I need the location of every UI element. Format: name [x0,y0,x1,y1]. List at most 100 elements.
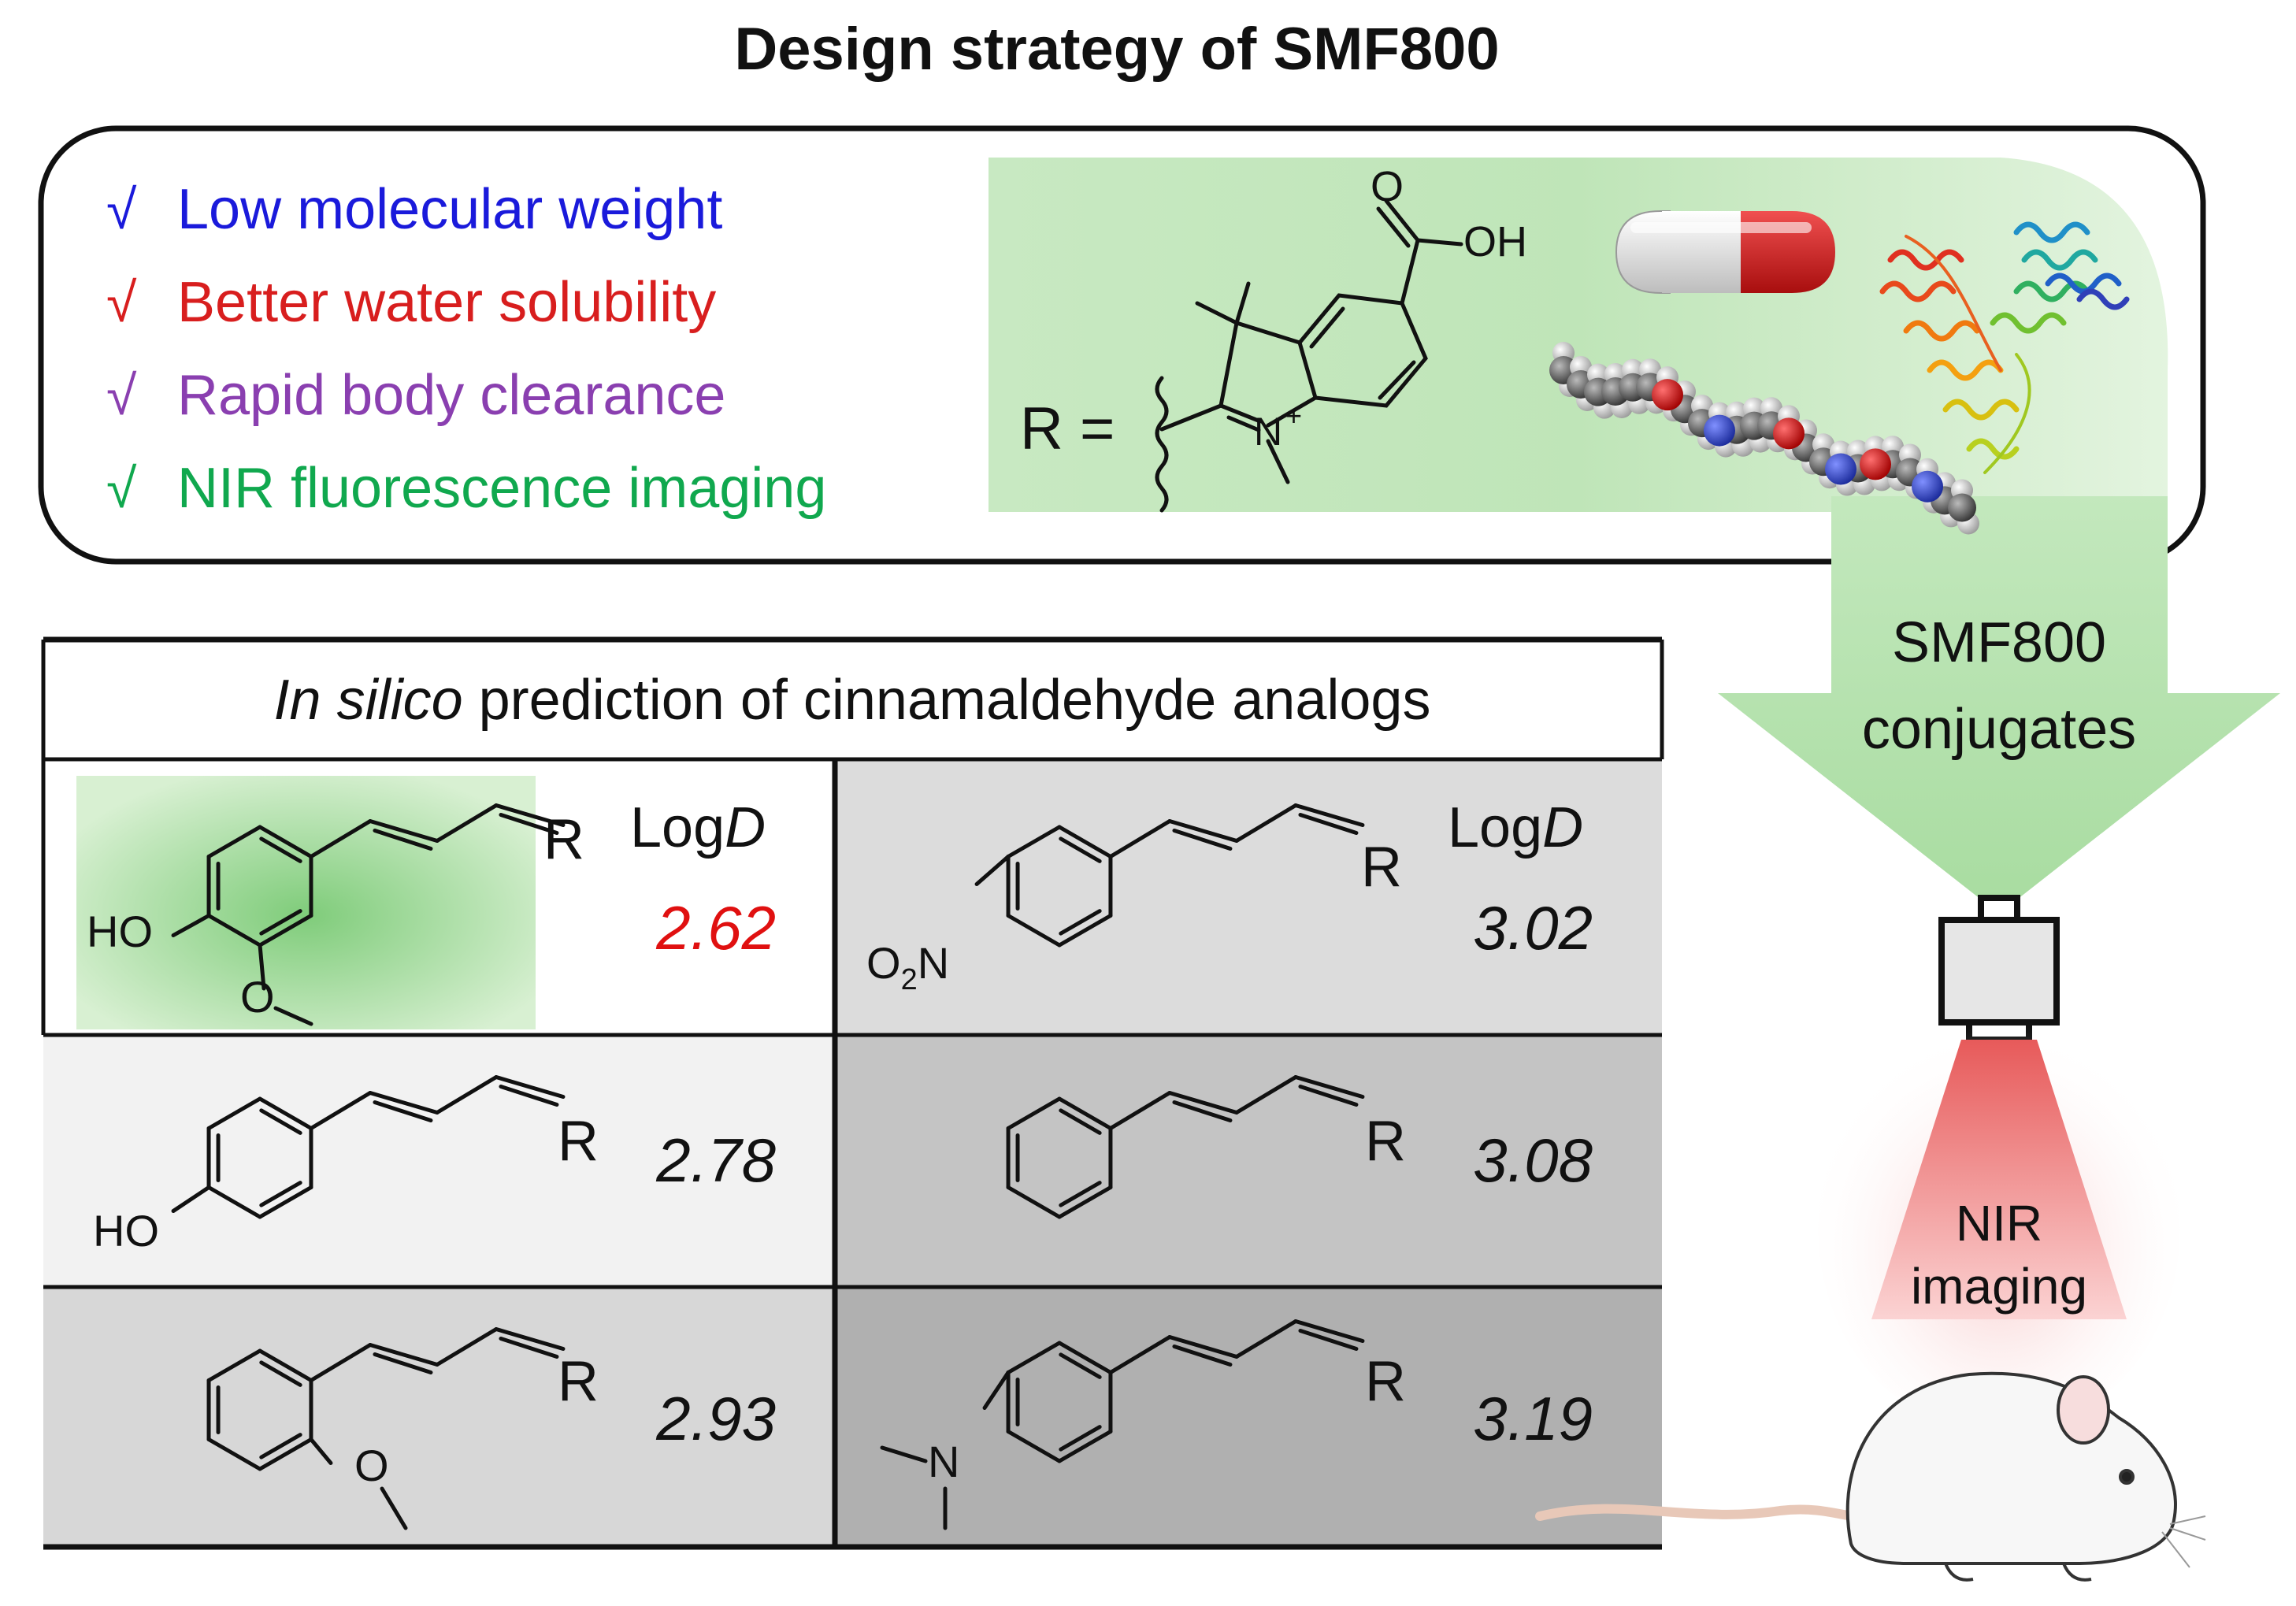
r-label: R [1365,1350,1406,1413]
atom-sphere [1860,448,1891,480]
bond-line [309,1343,373,1382]
bond-line [982,1370,1011,1410]
imaging-label-line2: imaging [1911,1258,2087,1315]
atom-sphere [1825,453,1856,485]
bond-line [368,1091,440,1115]
bond-line [259,1181,302,1207]
bond-line [368,1343,440,1367]
bond-line [499,1085,559,1107]
atom-sphere [1912,470,1943,503]
bond-line [258,1096,313,1130]
bond-line [171,1185,211,1213]
bond-line [259,1108,302,1135]
logd-value: 2.93 [655,1384,776,1453]
bond-line [1293,1319,1365,1343]
logd-value: 2.62 [655,893,776,962]
protein-ribbon-icon [1879,221,2130,474]
criterion-label: Low molecular weight [177,178,722,241]
bond-line [171,914,211,937]
bond-line [373,1100,433,1122]
hydroxy-label: HO [87,907,153,956]
bond-line [1059,1425,1102,1452]
bond-line [435,1327,499,1367]
camera-icon [1938,895,2060,1043]
check-mark-icon: √ [106,365,137,426]
bond-line [1234,1075,1298,1115]
bond-line [380,1486,408,1530]
bond-line [1108,1335,1172,1374]
criteria-list: √ Low molecular weight √ Better water so… [106,178,826,520]
wavy-bond-icon [1155,376,1169,513]
charge-label: + [1285,399,1302,432]
bond-line [1057,1430,1113,1463]
nir-beam [1871,1040,2127,1319]
criterion-label: Better water solubility [177,271,716,334]
atom-sphere [1773,417,1805,450]
bond-line [258,943,266,991]
table-cell-bg [835,759,1662,1035]
nitro-label: O2N [866,938,949,996]
logd-label: LogD [1448,796,1583,859]
bond-line [1108,819,1172,859]
bond-line [258,825,313,859]
bond-line [1057,914,1113,948]
r-label: R [558,1350,599,1413]
criterion-label: NIR fluorescence imaging [177,457,826,520]
bond-line [1006,825,1062,859]
bond-line [1293,803,1365,827]
bond-line [309,819,373,859]
pill-capsule-icon [1615,210,1835,294]
table-header: In silico prediction of cinnamaldehyde a… [274,669,1431,732]
check-mark-icon: √ [106,179,137,240]
conjugate-arrow [1718,496,2280,914]
hydroxy-label: HO [93,1206,159,1255]
bond-line [974,855,1011,886]
bond-line [273,1006,313,1026]
bond-line [1059,909,1102,936]
table-cell-bg [43,1035,835,1287]
peptide-chain-icon [1549,342,1979,535]
methoxy-o-label: O [354,1441,389,1490]
bond-line [1234,803,1298,843]
figure-title: Design strategy of SMF800 [734,16,1499,83]
bond-line [1172,1345,1233,1367]
bond-line [258,914,313,948]
bond-line [494,1327,566,1351]
carbonyl-o-label: O [1371,163,1404,210]
bond-line [1006,1430,1062,1463]
logd-value: 3.02 [1473,893,1593,962]
indolium-structure: R = O OH N + [1020,163,1527,513]
criterion-solubility: √ Better water solubility [106,271,716,334]
bond-line [1006,1341,1062,1374]
criterion-low-mw: √ Low molecular weight [106,178,722,241]
green-panel [989,158,2168,512]
bond-line [880,1445,928,1463]
bond-line [259,909,302,936]
bond-line [1234,1319,1298,1359]
bond-line [206,825,262,859]
bond-line [1298,1085,1359,1107]
r-label: R [558,1110,599,1173]
bond-line [309,1437,333,1465]
logd-value: 3.08 [1473,1126,1593,1195]
r-label: R [543,808,584,871]
bond-line [1057,825,1113,859]
bond-line [1057,1341,1113,1374]
logd-value: 3.19 [1473,1384,1593,1453]
bond-line [259,1433,302,1459]
table-cell-bg [835,1035,1662,1287]
bond-line [259,836,302,863]
mouse-icon [1535,1371,2206,1582]
bond-line [206,1348,262,1382]
analog-structures [171,803,1365,1530]
bond-line [499,813,559,835]
arrow-label-line2: conjugates [1862,698,2136,761]
bond-line [309,1091,373,1130]
bond-line [1172,1100,1233,1122]
atom-sphere [1948,493,1976,522]
bond-line [1298,813,1359,835]
arrow-label-line1: SMF800 [1892,611,2106,674]
bond-line [1108,1091,1172,1130]
bond-line [1057,1185,1113,1219]
bond-line [1167,819,1239,843]
